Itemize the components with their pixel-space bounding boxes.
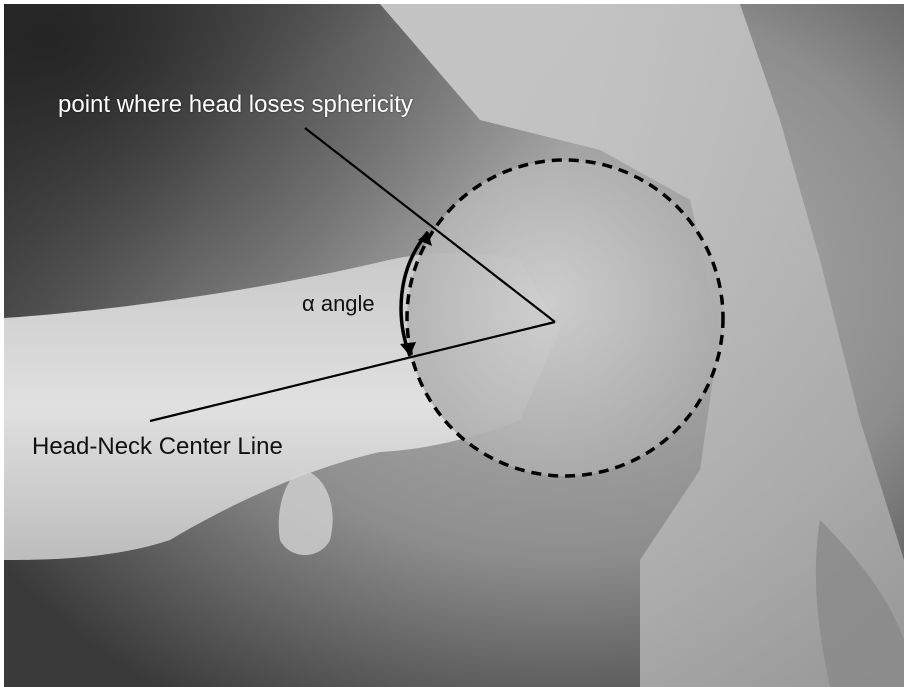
alpha-angle-label: α angle	[302, 291, 375, 317]
sphericity-label: point where head loses sphericity	[58, 91, 413, 119]
head-neck-line-label: Head-Neck Center Line	[32, 433, 283, 461]
